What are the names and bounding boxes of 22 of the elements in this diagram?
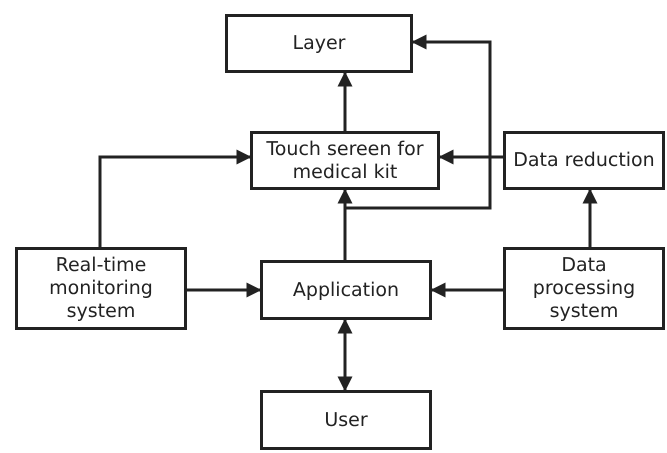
box-label: Application bbox=[292, 278, 400, 302]
arrow bbox=[98, 150, 252, 247]
process-box bbox=[225, 14, 413, 73]
process-box bbox=[503, 131, 665, 190]
arrow bbox=[338, 72, 352, 131]
process-box bbox=[260, 390, 432, 450]
box-label: Data reduction bbox=[512, 149, 656, 172]
arrow bbox=[344, 34, 492, 260]
arrow bbox=[187, 282, 262, 298]
arrow bbox=[582, 188, 598, 247]
box-label: Real-time monitoring system bbox=[48, 254, 154, 323]
arrow bbox=[438, 150, 503, 164]
process-box bbox=[503, 247, 665, 330]
process-box bbox=[260, 260, 432, 320]
arrow bbox=[430, 282, 503, 298]
arrow bbox=[338, 318, 352, 392]
box-label: Data processing system bbox=[532, 254, 636, 323]
process-box bbox=[15, 247, 187, 330]
box-label: User bbox=[323, 408, 369, 432]
box-label: Touch sereen for medical kit bbox=[265, 138, 425, 184]
box-label: Layer bbox=[292, 32, 346, 55]
process-box bbox=[250, 131, 440, 190]
